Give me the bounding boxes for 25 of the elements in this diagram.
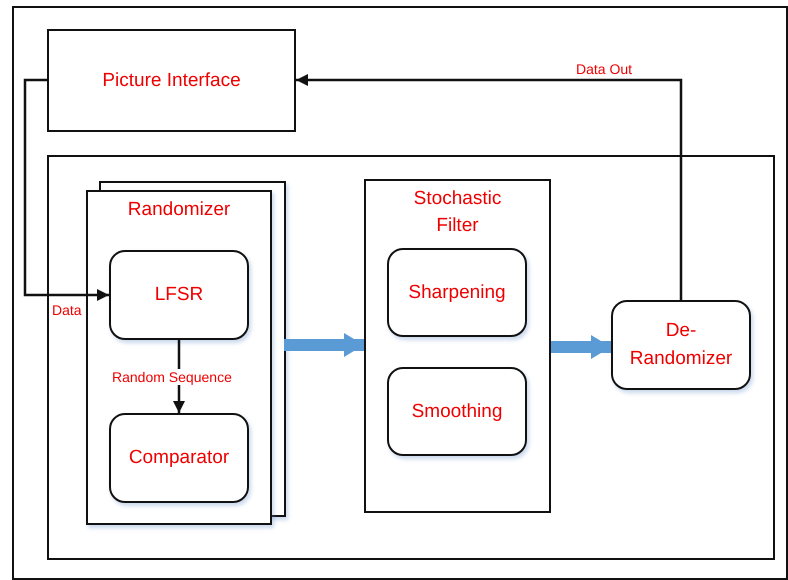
- arrow: [24, 78, 109, 301]
- container-box: [47, 155, 775, 560]
- process-box: [611, 300, 751, 390]
- module-box: [86, 190, 272, 525]
- process-box: [109, 250, 249, 340]
- arrow: [296, 74, 682, 300]
- block-arrow: [551, 335, 611, 359]
- node-label: LFSR: [154, 283, 204, 307]
- node-label: Picture Interface: [101, 68, 242, 92]
- node-label: Sharpening: [407, 280, 507, 304]
- module-box: [364, 179, 551, 513]
- process-box: [47, 29, 296, 132]
- process-box: [387, 248, 527, 337]
- node-label: Randomizer: [126, 198, 232, 222]
- edge-label: Data Out: [574, 61, 634, 77]
- node-label: Stochastic Filter: [412, 187, 502, 238]
- arrow: [173, 340, 185, 413]
- node-label: Comparator: [128, 446, 230, 470]
- edge-label: Data: [51, 302, 83, 318]
- process-box: [387, 367, 527, 456]
- block-arrow: [284, 333, 364, 357]
- process-box: [109, 413, 249, 503]
- edge-label: Random Sequence: [110, 369, 234, 385]
- node-label: Smoothing: [410, 400, 504, 424]
- node-label: De- Randomizer: [628, 319, 734, 371]
